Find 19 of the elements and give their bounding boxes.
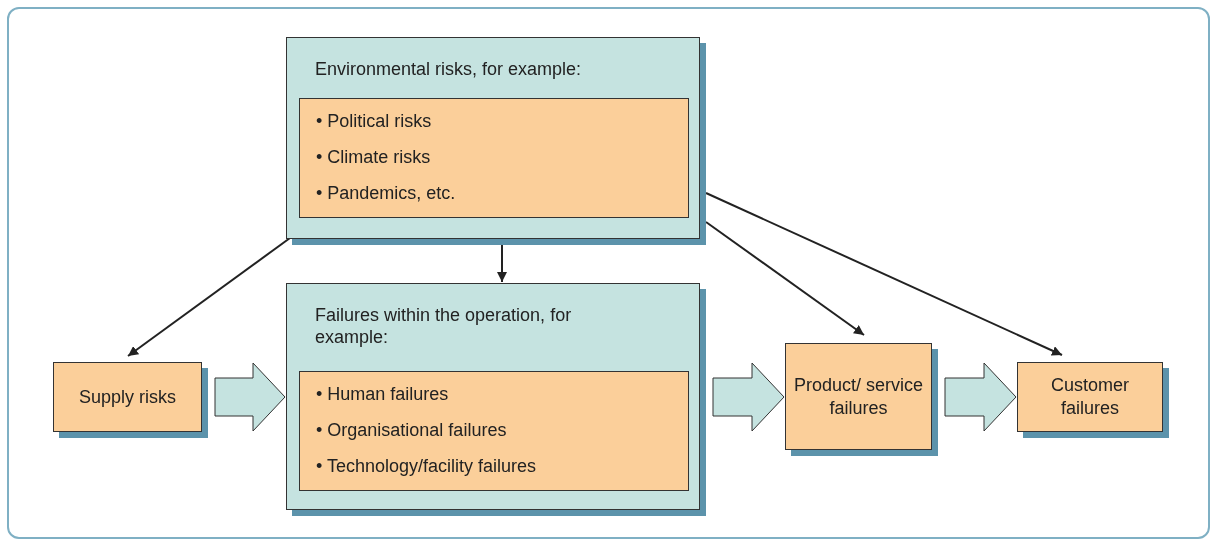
bullet-item: • Technology/facility failures — [316, 456, 537, 477]
block-arrow — [214, 362, 286, 432]
box-label: Customer failures — [1050, 374, 1130, 420]
arrow — [127, 237, 291, 357]
arrow — [705, 221, 865, 336]
box-label: Supply risks — [79, 385, 176, 409]
arrow — [705, 192, 1063, 356]
block-arrow — [944, 362, 1017, 432]
bullet-item: • Organisational failures — [316, 420, 507, 441]
box-label: Product/ service failures — [792, 373, 925, 420]
bullet-item: • Climate risks — [316, 147, 431, 168]
bullet-item: • Political risks — [316, 111, 432, 132]
block-arrow — [712, 362, 785, 432]
box-heading: Failures within the operation, for example: — [315, 304, 573, 348]
example-list-box — [299, 98, 689, 218]
example-list-box — [299, 371, 689, 491]
bullet-item: • Pandemics, etc. — [316, 183, 456, 204]
bullet-item: • Human failures — [316, 384, 449, 405]
box-heading: Environmental risks, for example: — [315, 58, 583, 80]
